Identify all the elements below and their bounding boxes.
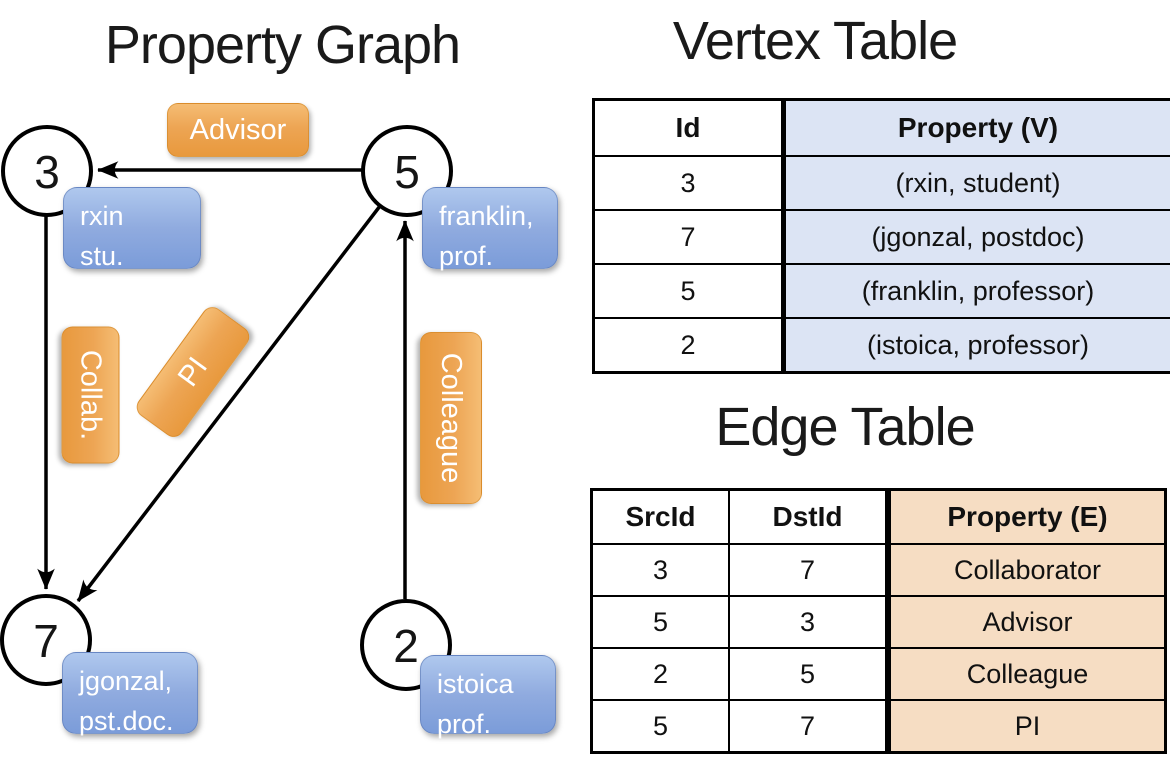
vertex-property-line: prof. [439, 241, 494, 271]
edge-table-srcid-column: SrcId 3 5 2 5 [593, 491, 728, 751]
edge-table-dstid-column: DstId 7 3 5 7 [728, 491, 885, 751]
edge-cell-srcid: 5 [593, 699, 728, 751]
vertex-cell-property: (rxin, student) [786, 155, 1170, 209]
edge-cell-dstid: 3 [730, 595, 885, 647]
vertex-property-line: pst.doc. [79, 706, 174, 736]
edge-col-header-dstid: DstId [772, 501, 843, 532]
vertex-property-box-2: istoica prof. [420, 655, 556, 739]
vertex-property-box-7: jgonzal, pst.doc. [62, 652, 198, 736]
edge-table-property-column: Property (E) Collaborator Advisor Collea… [888, 488, 1167, 754]
vertex-col-header-id: Id [675, 112, 701, 143]
edge-label-advisor: Advisor [167, 103, 309, 157]
vertex-table-id-column: Id 3 7 5 2 [592, 98, 784, 374]
vertex-id-7: 7 [33, 615, 59, 667]
vertex-id-2: 2 [393, 620, 419, 672]
edge-cell-srcid: 5 [593, 595, 728, 647]
edge-table-id-columns: SrcId 3 5 2 5 DstId 7 3 5 7 [590, 488, 888, 754]
vertex-cell-property: (jgonzal, postdoc) [786, 209, 1170, 263]
edge-cell-srcid: 3 [593, 543, 728, 595]
vertex-property-box-5: franklin, prof. [422, 187, 558, 271]
vertex-id-3: 3 [34, 146, 60, 198]
vertex-cell-id: 2 [595, 317, 781, 371]
edge-table-title: Edge Table [715, 397, 975, 457]
vertex-id-5: 5 [394, 146, 420, 198]
property-graph-title: Property Graph [104, 15, 461, 75]
vertex-col-header-property: Property (V) [897, 112, 1059, 143]
edge-cell-dstid: 7 [730, 699, 885, 751]
vertex-table-property-column: Property (V) (rxin, student) (jgonzal, p… [783, 98, 1170, 374]
vertex-cell-property: (istoica, professor) [786, 317, 1170, 371]
edge-pi-5-to-7 [76, 204, 382, 603]
edge-cell-srcid: 2 [593, 647, 728, 699]
edge-label-colleague: Colleague [420, 332, 482, 504]
vertex-table-title: Vertex Table [672, 11, 958, 71]
vertex-property-line: franklin, [439, 201, 534, 231]
edge-col-header-property: Property (E) [947, 501, 1108, 532]
edge-label-collab: Collab. [61, 326, 120, 464]
edge-cell-property: Advisor [891, 595, 1164, 647]
vertex-property-line: stu. [80, 241, 124, 271]
vertex-property-line: rxin [80, 201, 124, 231]
vertex-property-line: istoica [437, 669, 514, 699]
edge-cell-property: Collaborator [891, 543, 1164, 595]
edge-cell-dstid: 5 [730, 647, 885, 699]
edge-cell-property: Colleague [891, 647, 1164, 699]
vertex-property-box-3: rxin stu. [63, 187, 201, 271]
edge-col-header-srcid: SrcId [625, 501, 696, 532]
vertex-cell-id: 7 [595, 209, 781, 263]
vertex-property-line: jgonzal, [79, 666, 173, 696]
vertex-cell-id: 5 [595, 263, 781, 317]
vertex-property-line: prof. [437, 709, 492, 739]
edge-cell-dstid: 7 [730, 543, 885, 595]
vertex-cell-id: 3 [595, 155, 781, 209]
edge-cell-property: PI [891, 699, 1164, 751]
vertex-cell-property: (franklin, professor) [786, 263, 1170, 317]
